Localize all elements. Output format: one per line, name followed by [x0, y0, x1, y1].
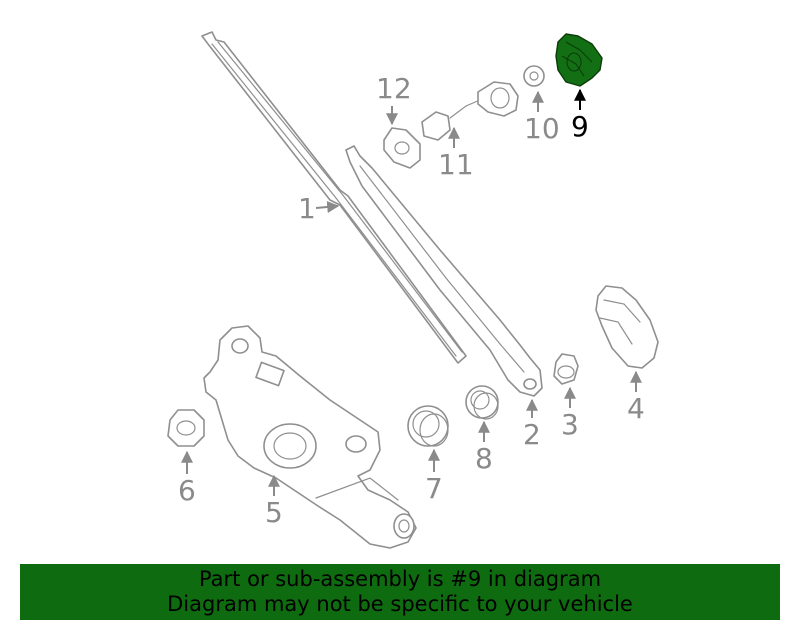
- callout-7: 7: [425, 448, 443, 505]
- callout-11: 11: [438, 126, 474, 181]
- callout-label-4: 4: [627, 392, 645, 425]
- bushing-part-8[interactable]: [465, 385, 499, 420]
- callout-10: 10: [524, 90, 560, 145]
- callout-label-10: 10: [524, 112, 560, 145]
- washer-part-10[interactable]: [523, 65, 545, 87]
- callout-label-8: 8: [475, 442, 493, 475]
- nut-part-3[interactable]: [553, 353, 579, 385]
- callout-12: 12: [376, 72, 412, 126]
- callout-1: 1: [298, 192, 340, 225]
- callout-2: 2: [523, 398, 541, 451]
- callout-label-11: 11: [438, 148, 474, 181]
- callout-9: 9: [571, 88, 589, 143]
- clip-part-12[interactable]: [383, 127, 421, 169]
- callout-3: 3: [561, 386, 579, 441]
- nut-part-6[interactable]: [167, 409, 205, 447]
- cap-part-4[interactable]: [595, 285, 659, 369]
- callout-8: 8: [475, 420, 493, 475]
- highlighted-cap-part-9[interactable]: [555, 33, 603, 87]
- callout-label-3: 3: [561, 408, 579, 441]
- parts-diagram: 1 2 3 4 5 6 7 8 9 10 11 12: [167, 31, 659, 549]
- info-banner: Part or sub-assembly is #9 in diagram Di…: [20, 564, 780, 620]
- callout-label-1: 1: [298, 192, 316, 225]
- grommet-part-7[interactable]: [407, 405, 449, 447]
- callout-6: 6: [178, 450, 196, 507]
- banner-line-2: Diagram may not be specific to your vehi…: [167, 592, 633, 616]
- callout-label-6: 6: [178, 474, 196, 507]
- callout-5: 5: [265, 474, 283, 529]
- callout-label-5: 5: [265, 496, 283, 529]
- nozzle-part-11[interactable]: [421, 81, 519, 141]
- wiper-motor-part-5[interactable]: [203, 325, 417, 549]
- callout-label-9: 9: [571, 110, 589, 143]
- callout-4: 4: [627, 370, 645, 425]
- wiper-blade-part-1[interactable]: [201, 31, 467, 364]
- callout-label-7: 7: [425, 472, 443, 505]
- callout-label-2: 2: [523, 418, 541, 451]
- callout-label-12: 12: [376, 72, 412, 105]
- wiper-arm-part-2[interactable]: [345, 145, 543, 397]
- banner-line-1: Part or sub-assembly is #9 in diagram: [198, 567, 602, 591]
